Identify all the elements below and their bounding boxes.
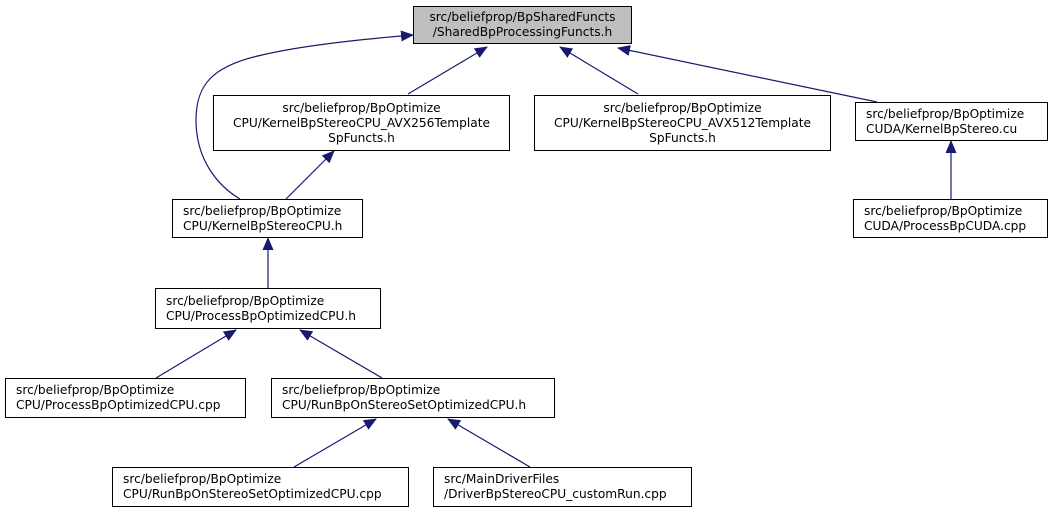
node-label-line: CPU/ProcessBpOptimizedCPU.h (166, 308, 356, 323)
edge-avx256-to-root (407, 46, 488, 95)
node-label-line: SpFuncts.h (328, 130, 395, 145)
edge-cpukernel-to-root (195, 30, 414, 200)
node-label-line: /DriverBpStereoCPU_customRun.cpp (444, 487, 667, 501)
node-run-bp-on-stereo-set-optimized-cpu-cpp[interactable]: src/beliefprop/BpOptimize CPU/RunBpOnSte… (112, 467, 409, 507)
node-process-bp-optimized-cpu-cpp[interactable]: src/beliefprop/BpOptimize CPU/ProcessBpO… (5, 378, 246, 418)
node-driver-bp-stereo-cpu-custom-run[interactable]: src/MainDriverFiles /DriverBpStereoCPU_c… (433, 467, 692, 507)
node-label-line: src/MainDriverFiles (444, 472, 560, 486)
edge-runcpp-to-runh (293, 418, 377, 468)
node-label-line: src/beliefprop/BpSharedFuncts (429, 10, 616, 24)
node-label-line: src/beliefprop/BpOptimize (864, 203, 1023, 218)
edge-cudakernel-to-root (617, 45, 878, 103)
node-label-line: CPU/KernelBpStereoCPU.h (183, 218, 343, 233)
node-label-line: CPU/ProcessBpOptimizedCPU.cpp (16, 398, 221, 412)
node-label-line: src/beliefprop/BpOptimize (123, 472, 282, 486)
node-kernel-avx512-template[interactable]: src/beliefprop/BpOptimize CPU/KernelBpSt… (534, 95, 831, 151)
node-kernel-bp-stereo-cpu-h[interactable]: src/beliefprop/BpOptimize CPU/KernelBpSt… (172, 199, 363, 238)
edge-runh-to-processh (299, 329, 383, 379)
node-kernel-avx256-template[interactable]: src/beliefprop/BpOptimize CPU/KernelBpSt… (213, 95, 510, 151)
node-label-line: src/beliefprop/BpOptimize (282, 100, 441, 115)
node-label-line: CPU/KernelBpStereoCPU_AVX256Template (233, 115, 490, 130)
node-label-line: src/beliefprop/BpOptimize (166, 293, 325, 308)
node-process-bp-cuda-cpp[interactable]: src/beliefprop/BpOptimize CUDA/ProcessBp… (853, 199, 1048, 238)
node-label-line: SpFuncts.h (649, 130, 716, 145)
node-label-line: /SharedBpProcessingFuncts.h (432, 25, 613, 39)
node-shared-bp-processing-functs[interactable]: src/beliefprop/BpSharedFuncts /SharedBpP… (413, 6, 632, 44)
node-label-line: CPU/RunBpOnStereoSetOptimizedCPU.h (282, 398, 527, 412)
node-process-bp-optimized-cpu-h[interactable]: src/beliefprop/BpOptimize CPU/ProcessBpO… (155, 288, 381, 329)
edge-driver-to-runh (447, 418, 531, 468)
node-run-bp-on-stereo-set-optimized-cpu-h[interactable]: src/beliefprop/BpOptimize CPU/RunBpOnSte… (271, 378, 555, 418)
node-label-line: CPU/KernelBpStereoCPU_AVX512Template (554, 115, 811, 130)
edge-avx512-to-root (559, 46, 639, 95)
node-label-line: src/beliefprop/BpOptimize (282, 383, 441, 397)
node-label-line: CUDA/ProcessBpCUDA.cpp (864, 218, 1027, 233)
node-label-line: src/beliefprop/BpOptimize (866, 106, 1025, 121)
node-label-line: src/beliefprop/BpOptimize (16, 383, 175, 397)
node-label-line: src/beliefprop/BpOptimize (183, 203, 342, 218)
node-kernel-bp-stereo-cu[interactable]: src/beliefprop/BpOptimize CUDA/KernelBpS… (855, 102, 1048, 141)
node-label-line: CPU/RunBpOnStereoSetOptimizedCPU.cpp (123, 487, 382, 501)
node-label-line: CUDA/KernelBpStereo.cu (866, 121, 1018, 136)
edge-processcpp-to-processh (155, 329, 237, 379)
edge-cpukernel-to-avx256 (285, 150, 335, 200)
node-label-line: src/beliefprop/BpOptimize (603, 100, 762, 115)
